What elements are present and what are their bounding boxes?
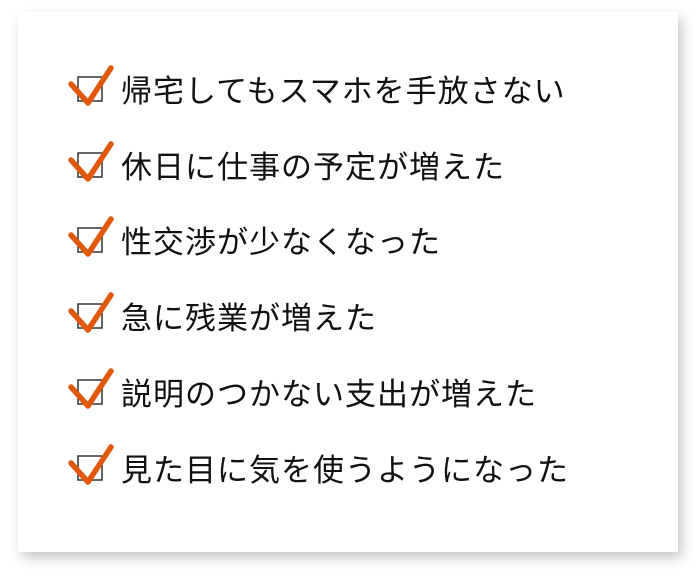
checklist-item: 説明のつかない支出が増えた xyxy=(68,368,670,415)
checklist-item-label: 帰宅してもスマホを手放さない xyxy=(121,74,566,110)
checklist-item: 帰宅してもスマホを手放さない xyxy=(68,65,670,112)
checked-checkbox-icon xyxy=(68,444,116,491)
checklist-item: 見た目に気を使うようになった xyxy=(68,444,670,491)
checklist-item-label: 休日に仕事の予定が増えた xyxy=(121,150,505,186)
checklist-item: 性交渉が少なくなった xyxy=(68,216,670,263)
checklist-item-label: 説明のつかない支出が増えた xyxy=(121,377,537,413)
checklist-item-label: 急に残業が増えた xyxy=(121,301,377,337)
checklist-item: 休日に仕事の予定が増えた xyxy=(68,141,670,188)
checklist-item: 急に残業が増えた xyxy=(68,292,670,339)
checklist-item-label: 性交渉が少なくなった xyxy=(121,225,441,261)
checked-checkbox-icon xyxy=(68,65,116,112)
checked-checkbox-icon xyxy=(68,216,116,263)
checklist-item-label: 見た目に気を使うようになった xyxy=(121,453,569,489)
checklist-card: 帰宅してもスマホを手放さない 休日に仕事の予定が増えた 性交渉が少なくなった xyxy=(18,12,678,552)
checked-checkbox-icon xyxy=(68,292,116,339)
checked-checkbox-icon xyxy=(68,141,116,188)
checked-checkbox-icon xyxy=(68,368,116,415)
